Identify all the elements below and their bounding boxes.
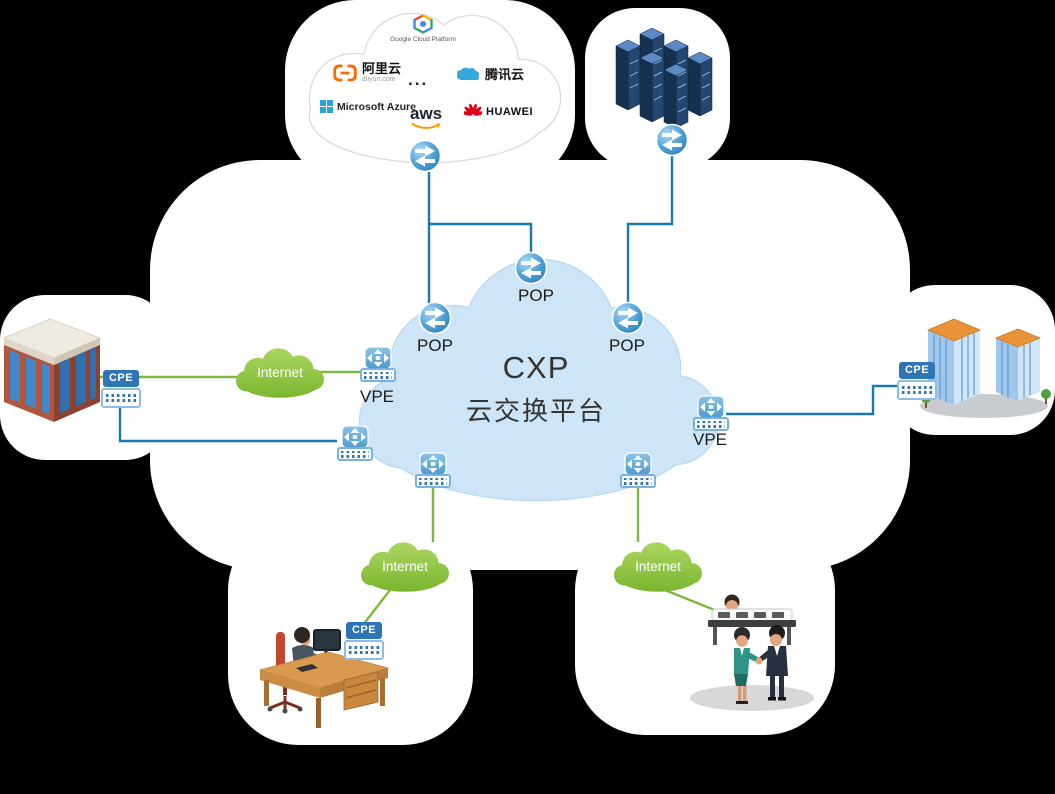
vpe-label-right: VPE	[692, 430, 728, 449]
internet-label: Internet	[382, 559, 428, 574]
cpe-right: CPE	[896, 362, 938, 400]
google-cloud-icon	[413, 14, 433, 34]
vpe-label-left: VPE	[359, 387, 395, 406]
cpe-desk: CPE	[343, 622, 385, 660]
edge-switch-bottom-right	[619, 452, 657, 488]
datacenter-edge-router	[655, 123, 689, 162]
switch-panel	[415, 474, 451, 488]
tencent-cloud-label: 腾讯云	[485, 67, 525, 82]
cpe-device	[897, 380, 937, 400]
link-vpe-right-to-cpe-right	[726, 384, 897, 416]
pop-router-right	[611, 301, 645, 340]
cxp-cloud: CXP 云交换平台	[352, 250, 720, 512]
link-datacenter-to-pop-right	[626, 156, 674, 304]
cloud-providers-cloud: Google Cloud Platform 阿里云 aliyun.com ...…	[292, 6, 564, 170]
pop-router-top	[514, 251, 548, 290]
link-cpe-left-to-edge-switch	[118, 405, 337, 443]
switch-icon	[341, 425, 369, 449]
cxp-title: CXP	[502, 350, 570, 385]
switch-panel	[360, 368, 396, 382]
internet-cloud-left: Internet	[232, 344, 328, 402]
pop-label-right: POP	[609, 336, 645, 355]
pop-label-top: POP	[518, 286, 554, 305]
pop-router-left	[418, 301, 452, 340]
vpe-switch-right	[692, 395, 730, 431]
switch-icon	[624, 452, 652, 476]
router-icon	[408, 139, 442, 173]
tencent-cloud-logo: 腾讯云	[455, 64, 524, 83]
internet-cloud-bottom-right: Internet	[610, 538, 706, 596]
cpe-device	[344, 640, 384, 660]
meeting-scene-illustration	[680, 590, 825, 723]
aws-label: aws	[410, 104, 443, 123]
alibaba-cloud-label: 阿里云	[362, 61, 402, 76]
cxp-cloud-text: CXP 云交换平台	[352, 350, 720, 428]
huawei-label: HUAWEI	[486, 105, 533, 118]
link-providers-to-pop-top	[429, 222, 533, 254]
office-building-illustration	[0, 310, 102, 431]
alibaba-cloud-logo: 阿里云 aliyun.com	[332, 61, 402, 84]
aws-logo: aws	[410, 104, 443, 131]
more-providers-ellipsis: ...	[408, 70, 429, 89]
cpe-label: CPE	[898, 362, 936, 379]
internet-label: Internet	[257, 365, 303, 380]
switch-panel	[337, 447, 373, 461]
switch-icon	[419, 452, 447, 476]
internet-label: Internet	[635, 559, 681, 574]
microsoft-azure-logo: Microsoft Azure	[320, 100, 416, 113]
link-internet-to-desk-cpe	[362, 589, 391, 626]
huawei-icon	[464, 103, 482, 116]
link-internet-to-meeting-device	[664, 588, 723, 615]
cpe-device	[101, 388, 141, 408]
pop-label-left: POP	[417, 336, 453, 355]
aws-smile-icon	[411, 123, 441, 130]
workstation-illustration	[246, 610, 391, 737]
city-buildings-illustration	[920, 306, 1055, 429]
cpe-left: CPE	[100, 370, 142, 408]
edge-switch-bottom-left	[414, 452, 452, 488]
switch-icon	[364, 346, 392, 370]
tencent-cloud-icon	[457, 67, 480, 80]
switch-panel	[620, 474, 656, 488]
google-cloud-label: Google Cloud Platform	[390, 36, 456, 43]
switch-panel	[693, 417, 729, 431]
switch-icon	[697, 395, 725, 419]
router-icon	[514, 251, 548, 285]
microsoft-icon	[320, 100, 333, 113]
vpe-switch-left	[359, 346, 397, 382]
google-cloud-logo: Google Cloud Platform	[390, 14, 456, 43]
alibaba-cloud-icon	[333, 64, 357, 82]
router-icon	[655, 123, 689, 157]
router-icon	[611, 301, 645, 335]
cpe-label: CPE	[345, 622, 383, 639]
provider-edge-router	[408, 139, 442, 178]
blue-links	[118, 156, 897, 443]
datacenter-servers-illustration	[598, 20, 720, 137]
router-icon	[418, 301, 452, 335]
alibaba-cloud-sublabel: aliyun.com	[362, 76, 396, 84]
internet-cloud-bottom-left: Internet	[357, 538, 453, 596]
edge-switch-left-lower	[336, 425, 374, 461]
cxp-subtitle: 云交换平台	[465, 396, 606, 426]
microsoft-azure-label: Microsoft Azure	[337, 100, 416, 113]
huawei-logo: HUAWEI	[464, 103, 533, 120]
cpe-label: CPE	[102, 370, 140, 387]
